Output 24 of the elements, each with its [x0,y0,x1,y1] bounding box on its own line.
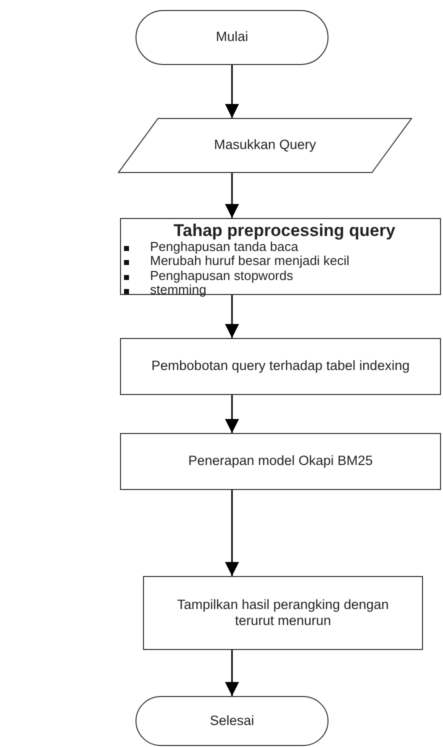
arrow [225,650,239,696]
bullet-item: Penghapusan tanda baca [122,240,441,254]
arrow [225,490,239,576]
list-heading: Tahap preprocessing query [172,222,396,240]
process-box [120,218,441,295]
node-label: Masukkan Query [214,137,316,154]
process-box [120,338,441,395]
arrow [225,295,239,338]
node-label: Penerapan model Okapi BM25 [188,453,373,470]
arrow [225,395,239,433]
node-label: Mulai [216,29,248,46]
bullet-item: Merubah huruf besar menjadi kecil [122,254,441,269]
bullet-item: stemming [122,283,441,298]
terminator-shape [136,696,328,746]
arrow [225,173,239,218]
input-parallelogram [118,118,412,173]
node-label: Pembobotan query terhadap tabel indexing [151,358,410,375]
process-box [120,433,441,490]
node-label: Selesai [210,712,254,730]
process-box [143,576,423,650]
node-label: Tampilkan hasil perangking dengan terurut menurun [176,596,390,630]
arrow [225,65,239,118]
bullet-item: Penghapusan stopwords [122,268,441,284]
terminator-shape [136,10,328,65]
